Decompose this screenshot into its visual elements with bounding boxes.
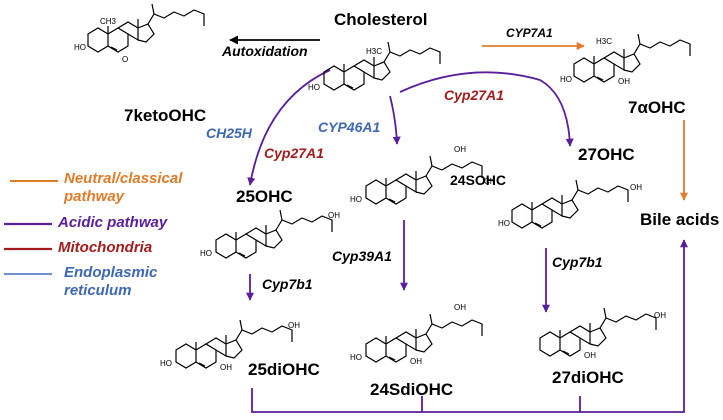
legend-mitochondria: Mitochondria: [58, 239, 153, 256]
structure-27ohc: HO OH: [498, 179, 642, 229]
atom-ho: HO: [560, 75, 572, 84]
atom-oh: OH: [328, 211, 340, 220]
atom-ho: HO: [160, 359, 172, 368]
structure-27diohc: OH OH: [539, 307, 666, 360]
node-cholesterol: Cholesterol: [334, 10, 428, 29]
node-27diohc: 27diOHC: [552, 368, 624, 387]
enzyme-cyp46a1: CYP46A1: [318, 119, 381, 135]
enzyme-cyp27a1-right: Cyp27A1: [444, 87, 504, 103]
atom-ho: HO: [350, 195, 362, 204]
atom-ho: HO: [350, 353, 362, 362]
node-7ketoohc: 7ketoOHC: [124, 106, 207, 125]
node-25ohc: 25OHC: [236, 187, 293, 206]
structure-7aohc: HO OH H3C: [560, 33, 691, 86]
structure-7ketoohc: HO O CH3: [74, 3, 205, 64]
arrow-diol-to-bile: [251, 239, 689, 413]
enzyme-cyp7b1-right: Cyp7b1: [552, 254, 603, 270]
node-25diohc: 25diOHC: [248, 360, 320, 379]
atom-ch: CH: [484, 177, 496, 186]
node-27ohc: 27OHC: [578, 145, 635, 164]
arrow-ch25h-25ohc: [247, 69, 331, 186]
enzyme-cyp27a1-left: Cyp27A1: [264, 145, 324, 161]
structure-25diohc: HO OH OH: [160, 319, 300, 372]
structure-25ohc: HO OH: [200, 209, 340, 259]
node-7aohc: 7αOHC: [628, 98, 686, 117]
atom-ho: HO: [74, 43, 86, 52]
atom-oh: OH: [454, 145, 466, 154]
node-24sdiohc: 24SdiOHC: [370, 380, 454, 399]
atom-oh: OH: [220, 363, 232, 372]
atom-oh: OH: [618, 77, 630, 86]
legend-er: Endoplasmic reticulum: [64, 264, 158, 299]
atom-o: O: [122, 55, 128, 64]
atom-oh: OH: [584, 351, 596, 360]
atom-ch3: CH3: [100, 17, 117, 26]
enzyme-cyp39a1: Cyp39A1: [332, 248, 392, 264]
legend-acidic: Acidic pathway: [58, 214, 168, 231]
enzyme-autoxidation: Autoxidation: [222, 43, 308, 59]
atom-ho: HO: [498, 219, 510, 228]
arrow-cyp46a1-24sohc: [389, 95, 401, 145]
enzyme-cyp7b1-left: Cyp7b1: [262, 276, 313, 292]
atom-h3c: H3C: [366, 47, 382, 56]
enzyme-cyp7a1: CYP7A1: [506, 26, 553, 40]
legend-neutral: Neutral/classical pathway: [64, 170, 183, 205]
node-bile-acids: Bile acids: [640, 210, 720, 229]
enzyme-ch25h: CH25H: [206, 125, 252, 141]
atom-h3c: H3C: [596, 37, 612, 46]
structure-cholesterol: HO H3C: [308, 41, 441, 92]
atom-oh: OH: [654, 311, 666, 320]
atom-oh: OH: [410, 357, 422, 366]
structure-24sohc: HO OH CH: [350, 145, 496, 205]
structure-24sdiohc: HO OH OH: [350, 303, 483, 366]
atom-oh: OH: [630, 183, 642, 192]
atom-ho: HO: [308, 83, 320, 92]
atom-oh: OH: [288, 321, 300, 330]
node-24sohc: 24SOHC: [450, 172, 507, 188]
atom-oh: OH: [454, 303, 466, 312]
atom-ho: HO: [200, 249, 212, 258]
arrow-cyp27a1-27ohc: [399, 71, 574, 147]
